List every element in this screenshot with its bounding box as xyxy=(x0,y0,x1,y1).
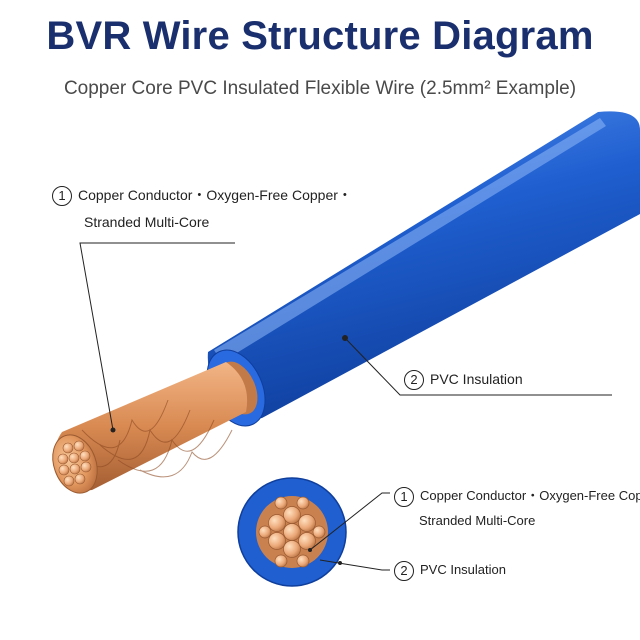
callout-insulation-label: PVC Insulation xyxy=(430,371,523,387)
pvc-insulation-highlight xyxy=(214,118,606,362)
page-subtitle: Copper Core PVC Insulated Flexible Wire … xyxy=(63,78,577,99)
callout-conductor-line2-row: Stranded Multi-Core xyxy=(84,211,209,233)
pvc-insulation-body xyxy=(207,111,640,420)
callout-conductor-line1: Copper Conductor・Oxygen-Free Copper・ xyxy=(78,187,352,203)
cs-callout-conductor-line2: Stranded Multi-Core xyxy=(419,513,536,528)
cs-callout-conductor-line2-row: Stranded Multi-Core xyxy=(419,510,535,532)
page-title: BVR Wire Structure Diagram xyxy=(46,14,594,58)
leader-conductor xyxy=(79,242,235,431)
leader-insulation xyxy=(344,337,612,396)
cs-callout-conductor-line1: Copper Conductor・Oxygen-Free Copper・ xyxy=(420,488,640,503)
cs-callout-number-2: 2 xyxy=(394,560,414,581)
callout-number-1: 1 xyxy=(52,186,72,207)
copper-end-strands xyxy=(57,440,92,487)
cross-section-strands xyxy=(258,496,326,568)
callout-insulation: 2 PVC Insulation xyxy=(404,368,523,391)
leader-lines xyxy=(79,242,612,571)
cs-callout-insulation-label: PVC Insulation xyxy=(420,562,506,577)
cs-callout-insulation: 2 PVC Insulation xyxy=(394,559,506,581)
copper-strand-bundle xyxy=(53,362,248,491)
cs-callout-number-1: 1 xyxy=(394,486,414,507)
leader-cs-conductor xyxy=(309,492,390,551)
callout-conductor-line2: Stranded Multi-Core xyxy=(84,214,210,230)
callout-number-2: 2 xyxy=(404,370,424,391)
cs-callout-conductor: 1 Copper Conductor・Oxygen-Free Copper・ xyxy=(394,485,640,507)
callout-conductor: 1 Copper Conductor・Oxygen-Free Copper・ xyxy=(52,184,352,207)
